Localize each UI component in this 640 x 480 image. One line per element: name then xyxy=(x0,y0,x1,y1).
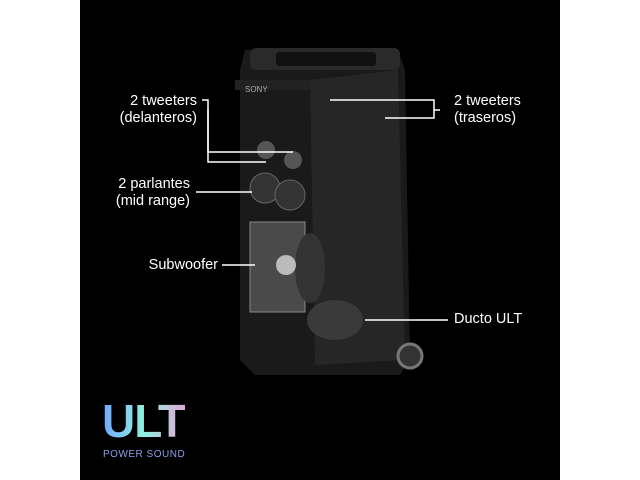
label-mid-range: 2 parlantes (mid range) xyxy=(80,176,190,210)
label-line: 2 tweeters xyxy=(130,93,197,109)
label-line: (delanteros) xyxy=(119,110,197,126)
label-line: (traseros) xyxy=(454,110,517,126)
label-line: 2 parlantes xyxy=(118,176,190,192)
speaker-illustration: SONY xyxy=(196,48,448,375)
label-subwoofer: Subwoofer xyxy=(148,257,218,273)
callout-lines xyxy=(196,99,448,321)
label-front-tweeters: 2 tweeters (delanteros) xyxy=(80,93,197,127)
mid-range-drivers xyxy=(249,172,306,211)
brand-logo: SONY xyxy=(245,85,268,94)
product-image: SONY 2 tweeters (delanteros) 2 parlantes… xyxy=(80,0,560,480)
front-tweeters xyxy=(257,141,302,169)
label-line: (mid range) xyxy=(115,193,190,209)
ult-duct xyxy=(307,300,363,340)
label-line: 2 tweeters xyxy=(454,93,521,109)
label-duct: Ducto ULT xyxy=(454,311,523,327)
wheel xyxy=(396,342,424,370)
subwoofer-driver xyxy=(249,221,325,313)
ult-logo: ULT xyxy=(102,395,186,447)
ult-logo-subtitle: POWER SOUND xyxy=(103,449,186,460)
label-rear-tweeters: 2 tweeters (traseros) xyxy=(454,93,521,127)
